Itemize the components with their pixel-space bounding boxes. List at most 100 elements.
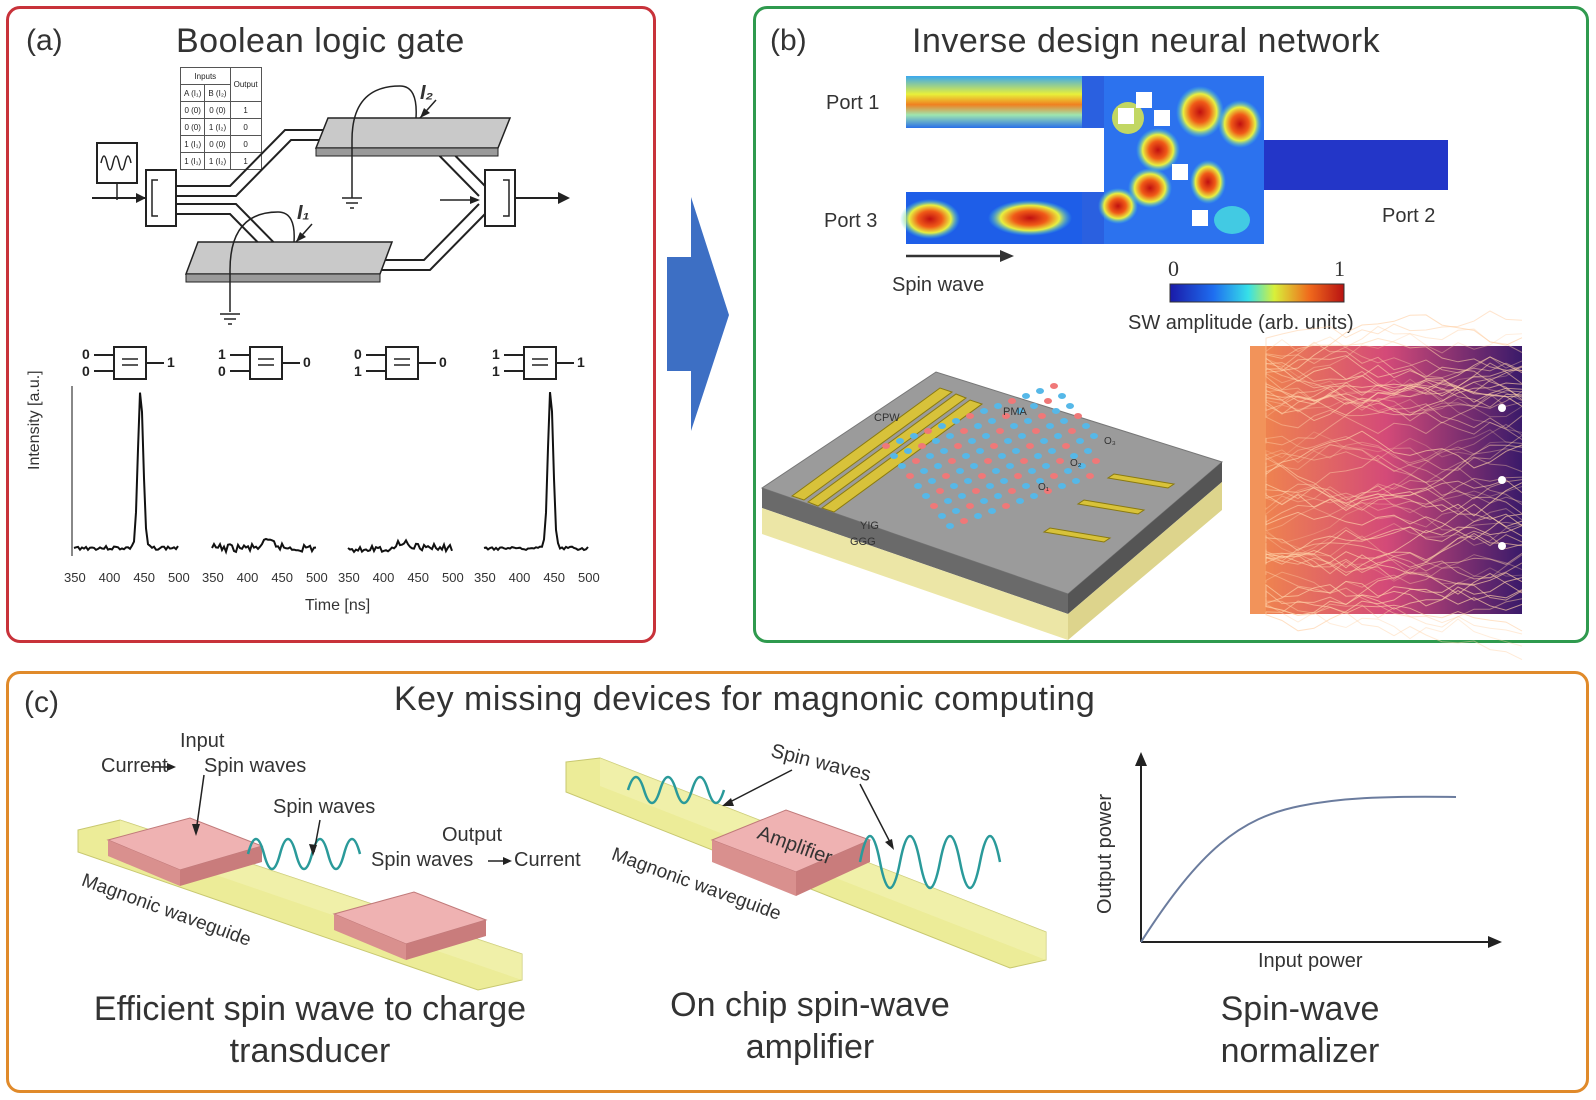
truth-table-cell: 1 (I₂)	[204, 152, 231, 170]
pma-dot	[978, 473, 986, 479]
gate-input-2: 1	[354, 363, 362, 379]
sw-amplitude-map	[900, 76, 1448, 303]
pma-dot	[1014, 473, 1022, 479]
pma-dot	[1078, 463, 1086, 469]
pma-dot	[960, 428, 968, 434]
ray-path	[1265, 532, 1523, 577]
pma-dot	[998, 453, 1006, 459]
colorbar	[1169, 283, 1345, 303]
pma-dot	[1004, 438, 1012, 444]
time-xtick: 450	[407, 570, 430, 585]
pma-dot	[1062, 443, 1070, 449]
pma-dot	[1084, 448, 1092, 454]
time-xtick: 350	[474, 570, 496, 585]
normalizer-xlabel: Input power	[1258, 950, 1363, 972]
ray-path	[1265, 366, 1523, 422]
ray-path	[1265, 366, 1523, 407]
ray-path	[1265, 603, 1523, 647]
truth-table: Inputs Output A (I₁) B (I₂) 0 (0) 0 (0) …	[179, 67, 262, 170]
ray-path	[1265, 523, 1523, 556]
pma-dot	[930, 503, 938, 509]
pma-dot	[1044, 398, 1052, 404]
amplifier-caption-line1: On chip spin-wave	[670, 986, 950, 1024]
time-xtick: 400	[98, 570, 121, 585]
pma-dot	[1020, 458, 1028, 464]
ray-path	[1265, 443, 1523, 471]
ray-path	[1265, 373, 1523, 424]
ray-path	[1265, 598, 1523, 661]
gate-output: 0	[439, 354, 447, 370]
truth-table-cell: 1 (I₁)	[179, 135, 206, 153]
pma-dot	[1072, 478, 1080, 484]
pma-dot	[994, 403, 1002, 409]
combiner-box	[484, 169, 516, 227]
ray-path	[1265, 454, 1523, 500]
pma-dot	[914, 483, 922, 489]
transducer-output-to: Current	[514, 849, 581, 871]
pma-dot	[1008, 398, 1016, 404]
gate-output: 1	[577, 354, 585, 370]
pma-dot	[1050, 473, 1058, 479]
ray-path	[1265, 483, 1523, 527]
pma-dot	[1022, 483, 1030, 489]
intensity-trace	[211, 537, 317, 555]
pma-dot	[910, 433, 918, 439]
time-xtick: 350	[64, 570, 86, 585]
pma-dot	[942, 473, 950, 479]
ray-path	[1265, 390, 1523, 414]
gate-input-2: 0	[218, 363, 226, 379]
device-label-o1: O₁	[1038, 482, 1050, 493]
normalizer-curve	[1140, 795, 1457, 943]
pma-dot	[950, 483, 958, 489]
gate-input-1: 1	[492, 346, 500, 362]
pma-dot	[988, 508, 996, 514]
gate-input-2: 0	[82, 363, 90, 379]
ray-path	[1265, 572, 1523, 616]
ray-path	[1265, 435, 1523, 472]
time-xtick: 400	[508, 570, 531, 585]
ray-path	[1265, 381, 1523, 429]
pma-dot	[924, 428, 932, 434]
ray-path	[1265, 487, 1523, 526]
ray-path	[1265, 554, 1523, 595]
ray-path	[1265, 381, 1523, 404]
pma-dot	[954, 443, 962, 449]
ray-path	[1265, 444, 1523, 501]
pma-dot	[1050, 383, 1058, 389]
panel-c-label: (c)	[24, 686, 59, 719]
device-label-yig: YIG	[860, 520, 879, 532]
colorbar-max: 1	[1334, 256, 1345, 281]
transducer-input-from: Current	[101, 755, 168, 777]
pma-dot	[970, 463, 978, 469]
device-label-o3: O₃	[1104, 436, 1116, 447]
pma-dot	[890, 453, 898, 459]
pma-dot	[994, 493, 1002, 499]
pma-dot	[1074, 413, 1082, 419]
pma-dot	[1018, 433, 1026, 439]
pma-dot	[952, 508, 960, 514]
truth-table-cell: 0	[229, 118, 262, 136]
pma-dot	[922, 493, 930, 499]
ray-path	[1265, 464, 1523, 507]
interferometer-schematic	[92, 85, 570, 325]
output-point-icon	[1498, 476, 1506, 484]
ray-path	[1265, 365, 1523, 413]
pma-dot	[968, 438, 976, 444]
pma-dot	[940, 448, 948, 454]
pma-dot	[912, 458, 920, 464]
pma-dot	[882, 443, 890, 449]
ray-path	[1265, 364, 1523, 412]
pma-dot	[1040, 438, 1048, 444]
ray-path	[1265, 577, 1523, 610]
ray-path	[1265, 431, 1523, 459]
pma-dot	[1036, 478, 1044, 484]
pma-dot	[1052, 408, 1060, 414]
pma-dot	[1022, 393, 1030, 399]
pma-dot	[896, 438, 904, 444]
ray-path	[1265, 429, 1523, 544]
ray-path	[1265, 397, 1523, 419]
colorbar-label: SW amplitude (arb. units)	[1128, 312, 1354, 334]
